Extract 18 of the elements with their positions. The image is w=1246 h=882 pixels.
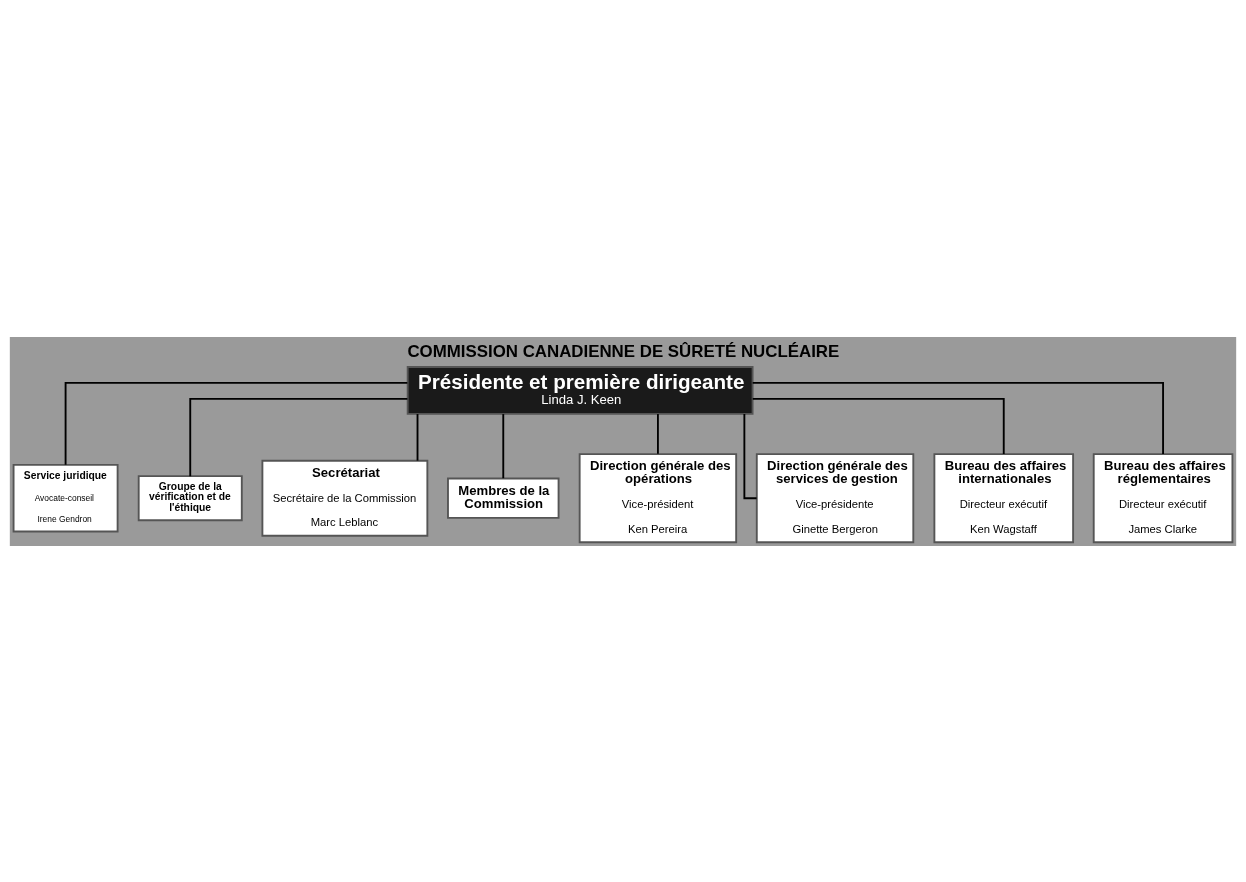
node-box: Direction générale des opérations Vice-président Ken Pereira xyxy=(578,452,738,543)
node-box: Membres de la Commission xyxy=(447,477,560,519)
node-box: Secrétariat Secrétaire de la Commission Marc Leblanc xyxy=(261,459,429,537)
node-box: Groupe de la vérification et de l'éthique xyxy=(137,474,243,521)
node-box: Bureau des affaires réglementaires Directeur exécutif James Clarke xyxy=(1092,452,1234,543)
connector xyxy=(743,412,758,499)
connector xyxy=(751,397,1005,455)
connector xyxy=(751,381,1164,455)
connector xyxy=(64,381,409,466)
connector xyxy=(416,412,419,462)
node-box: Présidente et première dirigeante Linda J. Keen xyxy=(406,365,754,415)
connector xyxy=(189,397,409,477)
node-box: Service juridique Avocate-conseil Irene Gendron xyxy=(12,463,119,532)
node-box: Bureau des affaires internationales Directeur exécutif Ken Wagstaff xyxy=(933,452,1075,543)
connector xyxy=(502,412,505,479)
node-box: Direction générale des services de gestion Vice-présidente Ginette Bergeron xyxy=(755,452,915,543)
connector xyxy=(656,412,659,455)
diagram-title: COMMISSION CANADIENNE DE SÛRETÉ NUCLÉAIRE xyxy=(407,341,840,361)
